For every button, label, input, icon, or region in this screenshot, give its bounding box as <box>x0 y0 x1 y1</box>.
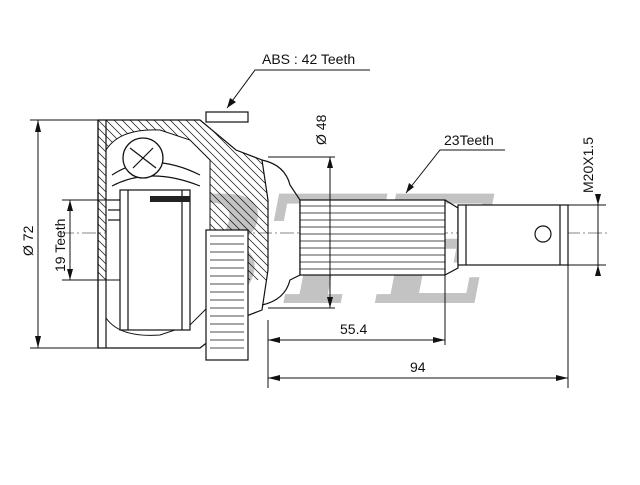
shaft-diameter-label: Ø 48 <box>313 114 329 145</box>
thread-dimension: M20X1.5 <box>568 137 606 276</box>
hatch-line <box>177 120 268 281</box>
abs-annotation: ABS : 42 Teeth <box>226 51 370 109</box>
cotter-pin-hole <box>534 225 552 243</box>
thread-label: M20X1.5 <box>580 137 596 193</box>
abs-ring <box>205 111 249 361</box>
spline-length-dimension: 55.4 <box>267 275 446 388</box>
inner-spline-label: 19 Teeth <box>52 219 68 272</box>
spline-length-label: 55.4 <box>340 321 367 337</box>
inner-spline-dimension: 19 Teeth <box>52 199 120 281</box>
outer-diameter-dimension: Ø 72 <box>20 119 98 349</box>
hatch-line <box>185 120 268 281</box>
shaft-diameter-dimension: Ø 48 <box>268 114 335 309</box>
hatch-line <box>193 120 268 281</box>
hatch-line <box>98 120 131 281</box>
outer-diameter-label: Ø 72 <box>20 225 36 256</box>
output-shaft <box>261 159 569 306</box>
outer-spline-label: 23Teeth <box>444 132 494 148</box>
outer-spline-annotation: 23Teeth <box>405 132 505 194</box>
abs-label: ABS : 42 Teeth <box>262 51 355 67</box>
hatch-line <box>201 120 268 281</box>
total-length-dimension: 94 <box>268 265 569 388</box>
total-length-label: 94 <box>410 359 426 375</box>
